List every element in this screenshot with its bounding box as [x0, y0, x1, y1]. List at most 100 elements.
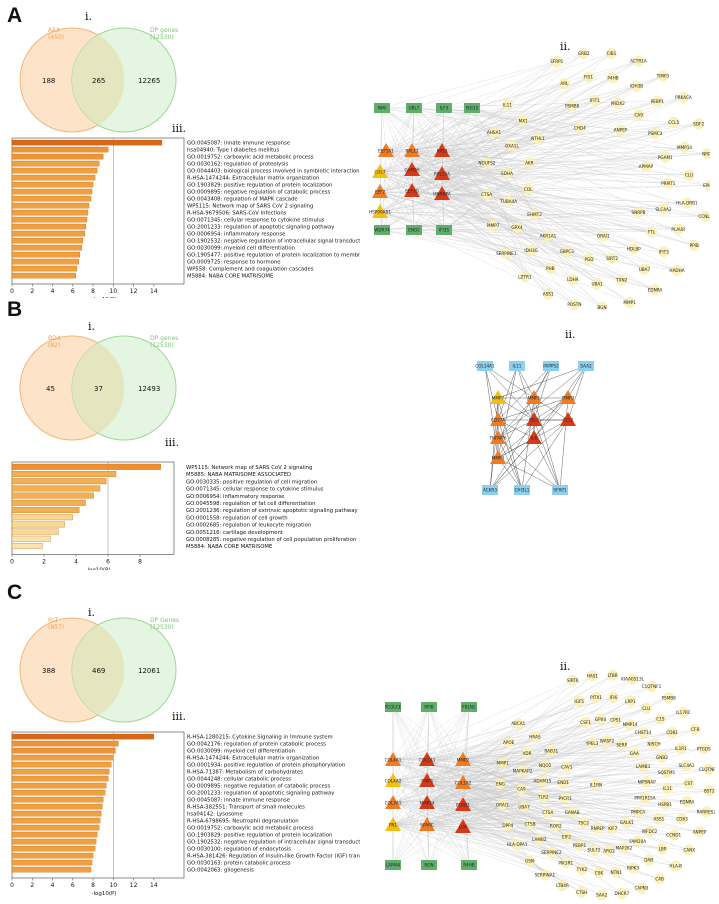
- network-edge: [462, 675, 613, 761]
- network-edge: [426, 706, 470, 826]
- bar: [11, 824, 100, 831]
- bar-term-label: GO:0045087: innate immune response: [187, 141, 290, 147]
- network-node-label: MAP2K2: [615, 846, 632, 851]
- network-node-label: CHST14: [635, 730, 652, 735]
- bar: [11, 471, 117, 477]
- network-node-label: WFDC2: [642, 829, 658, 834]
- bar: [11, 160, 100, 167]
- network-node-circle: [503, 737, 515, 748]
- network-edge: [379, 156, 666, 213]
- venn-overlap-count: 469: [92, 667, 105, 675]
- network-edge: [413, 225, 494, 231]
- x-tick-label: 4: [74, 558, 78, 565]
- network-edge: [462, 766, 567, 784]
- network-edge: [521, 419, 569, 491]
- network-edge: [426, 675, 593, 761]
- x-tick-label: 4: [51, 882, 55, 889]
- network-edge: [441, 173, 507, 175]
- network-edge: [497, 365, 587, 399]
- network-node-label: PGD: [584, 257, 593, 262]
- network-edge: [392, 802, 638, 842]
- network-node-label: PITX1: [590, 695, 602, 700]
- network-node-circle: [561, 761, 573, 773]
- network-node-circle: [517, 115, 529, 127]
- network-node-circle: [516, 783, 527, 795]
- network-node-label: WDR74: [374, 228, 390, 233]
- network-node-circle: [640, 703, 652, 714]
- bar-term-label: GO:1902532: negative regulation of intra…: [187, 840, 360, 846]
- network-node-label: CST: [685, 781, 694, 786]
- network-node-circle: [615, 124, 626, 136]
- network-edge: [443, 107, 598, 284]
- network-edge: [381, 229, 507, 254]
- network-node-circle: [511, 839, 523, 850]
- network-node-label: GRB2: [578, 51, 590, 56]
- network-edge: [441, 173, 639, 213]
- network-edge: [411, 75, 663, 171]
- network-node-label: PSMC3: [648, 131, 663, 136]
- network-node-circle: [624, 719, 636, 730]
- network-node-label: RPS3: [437, 149, 448, 154]
- network-edge: [411, 107, 473, 171]
- network-node-circle: [539, 869, 551, 881]
- bar-term-label: GO:0009895: negative regulation of catab…: [187, 190, 330, 196]
- network-node-circle: [616, 888, 628, 899]
- network-node-triangle: [434, 166, 450, 180]
- network-node-circle: [488, 127, 500, 138]
- network-edge: [392, 802, 470, 866]
- bar: [11, 543, 43, 549]
- bar-term-label: WP558: Complement and coagulation cascad…: [187, 267, 314, 273]
- network-edge: [411, 190, 622, 281]
- network-node-square: [436, 103, 452, 113]
- bar-term-label: GO:1903829: positive regulation of prote…: [187, 183, 332, 189]
- network-node-triangle: [385, 795, 401, 809]
- venn-right-count: (12530): [150, 34, 174, 41]
- network-node-label: HLA-B: [669, 864, 682, 869]
- network-node-label: KIAA0513L: [621, 676, 644, 681]
- venn-left-label: AEX: [48, 27, 60, 34]
- network-edge: [392, 766, 567, 826]
- bar: [11, 768, 110, 775]
- network-edge: [379, 166, 646, 213]
- network-edge: [411, 190, 535, 215]
- network-node-square: [374, 225, 390, 235]
- network-node-circle: [633, 109, 645, 121]
- network-node-triangle: [434, 143, 450, 157]
- bar-term-label: GO:0044403: biological process involved …: [187, 169, 360, 175]
- network-edge: [462, 826, 599, 873]
- bar-term-label: hsa04142: Lysosome: [187, 812, 243, 818]
- network-node-circle: [701, 806, 712, 818]
- subpanel-label-ii: ii.: [560, 40, 571, 53]
- network-edge: [426, 824, 580, 846]
- network-node-label: FTL: [648, 229, 656, 234]
- bar: [11, 499, 86, 506]
- network-edge: [381, 61, 557, 109]
- network-node-label: C4B: [655, 876, 664, 881]
- network-edge: [441, 53, 612, 152]
- network-node-label: HDLBP: [627, 246, 642, 251]
- network-node-label: SNRPB: [631, 210, 645, 215]
- network-edge: [489, 419, 499, 491]
- network-node-label: MMP2: [457, 758, 470, 763]
- network-node-label: FBLN1: [462, 705, 476, 710]
- network-node-label: LTB4R: [556, 883, 569, 888]
- network-edge: [471, 107, 669, 184]
- bar-term-label: M5885: NABA MATRISOME ASSOCIATED: [186, 472, 291, 478]
- network-node-square: [552, 485, 568, 495]
- bar-term-label: GO:0044248: cellular catabolic process: [187, 777, 291, 783]
- network-node-label: PSMB8: [661, 695, 676, 700]
- network-node-label: HRAS: [529, 735, 541, 740]
- network-node-circle: [641, 776, 653, 788]
- network-node-label: CA9: [517, 787, 526, 792]
- network-node-label: SFRP1: [553, 488, 567, 493]
- network-node-circle: [586, 737, 598, 749]
- network-node-triangle: [455, 752, 471, 766]
- network-edge: [497, 397, 535, 439]
- network-node-circle: [537, 775, 548, 787]
- network-edge: [392, 742, 509, 761]
- network-node-triangle: [434, 186, 450, 200]
- subpanel-label-ii: ii.: [565, 328, 576, 341]
- network-node-label: RPL13A: [434, 172, 450, 177]
- network-edge: [426, 719, 601, 804]
- network-edge: [489, 437, 535, 491]
